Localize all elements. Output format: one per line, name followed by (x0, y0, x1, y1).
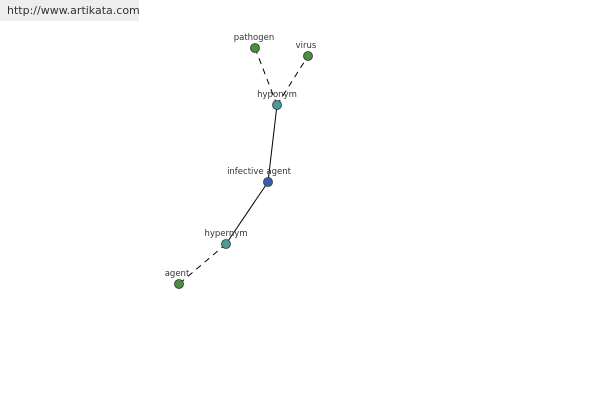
source-url-banner[interactable]: http://www.artikata.com (0, 0, 140, 21)
edge-center-to-hyponym-hub (267, 104, 278, 183)
nodes-layer (174, 43, 313, 289)
node-label-infective-agent[interactable]: infective agent (227, 167, 292, 177)
node-hypernym-hypernym-hub[interactable] (221, 239, 231, 249)
node-label-hypernym[interactable]: hypernym (204, 229, 247, 239)
labels-layer: infective agent hyponym hypernym pathogen vi… (165, 33, 317, 279)
node-label-pathogen[interactable]: pathogen (234, 33, 275, 43)
node-hyponym-hyponym-hub[interactable] (272, 100, 282, 110)
node-pathogen[interactable] (250, 43, 260, 53)
node-agent[interactable] (174, 279, 184, 289)
node-label-hyponym[interactable]: hyponym (257, 90, 297, 100)
edge-hyponym-hub-to-virus (276, 55, 309, 106)
node-virus[interactable] (303, 51, 313, 61)
node-infective-agent[interactable] (263, 177, 273, 187)
node-label-agent[interactable]: agent (165, 269, 190, 279)
node-label-virus[interactable]: virus (296, 41, 317, 51)
edges-layer (178, 47, 309, 285)
edge-center-to-hypernym-hub (225, 181, 269, 245)
